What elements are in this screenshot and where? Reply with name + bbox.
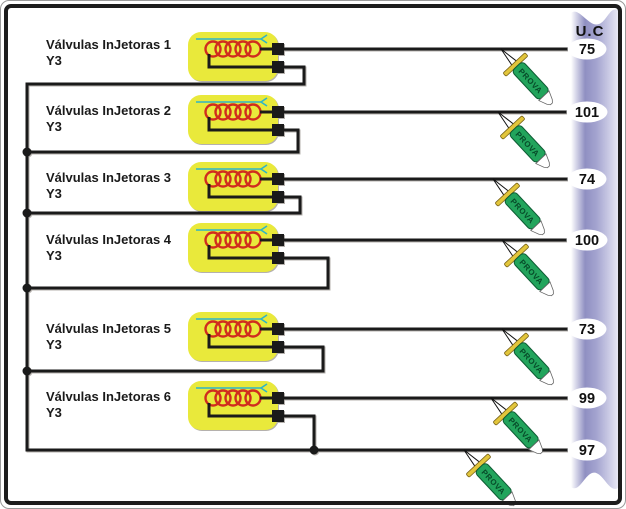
wire-common-bus xyxy=(25,65,571,452)
pin-number: 73 xyxy=(579,322,595,338)
valve-code: Y3 xyxy=(46,53,62,68)
valve-5-label: Válvulas InJetoras 5 Y3 xyxy=(46,321,171,353)
uc-pin: 74 xyxy=(567,168,607,190)
junction-dot xyxy=(309,445,319,455)
valve-code: Y3 xyxy=(46,248,62,263)
control-unit-title: U.C xyxy=(576,23,605,40)
uc-pin: 101 xyxy=(566,101,608,123)
valve-3-label: Válvulas InJetoras 3 Y3 xyxy=(46,170,171,202)
valve-code: Y3 xyxy=(46,119,62,134)
valve-4-label: Válvulas InJetoras 4 Y3 xyxy=(46,232,171,264)
uc-pin: 100 xyxy=(566,229,608,251)
uc-pin: 99 xyxy=(567,387,607,409)
valve-4-symbol xyxy=(186,221,286,274)
valve-6-symbol xyxy=(186,379,286,432)
junction-dot xyxy=(22,208,32,218)
wire-valve5-return xyxy=(27,345,325,373)
valve-2-label: Válvulas InJetoras 2 Y3 xyxy=(46,103,171,135)
uc-pin: 73 xyxy=(567,318,607,340)
valve-name: Válvulas InJetoras 3 xyxy=(46,170,172,185)
valve-name: Válvulas InJetoras 1 xyxy=(46,37,172,52)
pin-number: 101 xyxy=(575,105,599,121)
uc-pins: 75 101 74 100 73 99 xyxy=(566,38,608,461)
junction-dot xyxy=(22,147,32,157)
wire-valve3-return xyxy=(27,195,302,215)
valve-5-symbol xyxy=(186,310,286,363)
valve-name: Válvulas InJetoras 6 xyxy=(46,389,172,404)
wire-valve6-return xyxy=(284,414,316,450)
valve-code: Y3 xyxy=(46,337,62,352)
junction-dot xyxy=(22,366,32,376)
pin-number: 75 xyxy=(579,42,595,58)
valve-name: Válvulas InJetoras 4 xyxy=(46,232,172,247)
uc-pin: 75 xyxy=(567,38,607,60)
valve-code: Y3 xyxy=(46,186,62,201)
uc-pin: 97 xyxy=(567,439,607,461)
wiring-layer xyxy=(22,30,571,455)
valve-code: Y3 xyxy=(46,405,62,420)
pin-number: 100 xyxy=(575,233,599,249)
valve-1-symbol xyxy=(186,30,286,83)
test-probes: PROVA PROVA PROVA PROVA PROVA PROVA xyxy=(452,38,565,508)
valve-2-symbol xyxy=(186,93,286,146)
valve-1-label: Válvulas InJetoras 1 Y3 xyxy=(46,37,171,69)
valve-3-symbol xyxy=(186,160,286,213)
valve-6-label: Válvulas InJetoras 6 Y3 xyxy=(46,389,171,421)
junction-dot xyxy=(22,283,32,293)
pin-number: 99 xyxy=(579,391,595,407)
wire-valve4-return xyxy=(27,256,330,290)
junction-dots xyxy=(22,147,319,455)
valve-name: Válvulas InJetoras 2 xyxy=(46,103,172,118)
wire-valve2-return xyxy=(27,128,300,154)
valve-name: Válvulas InJetoras 5 xyxy=(46,321,172,336)
pin-number: 74 xyxy=(579,172,595,188)
pin-number: 97 xyxy=(579,443,595,459)
